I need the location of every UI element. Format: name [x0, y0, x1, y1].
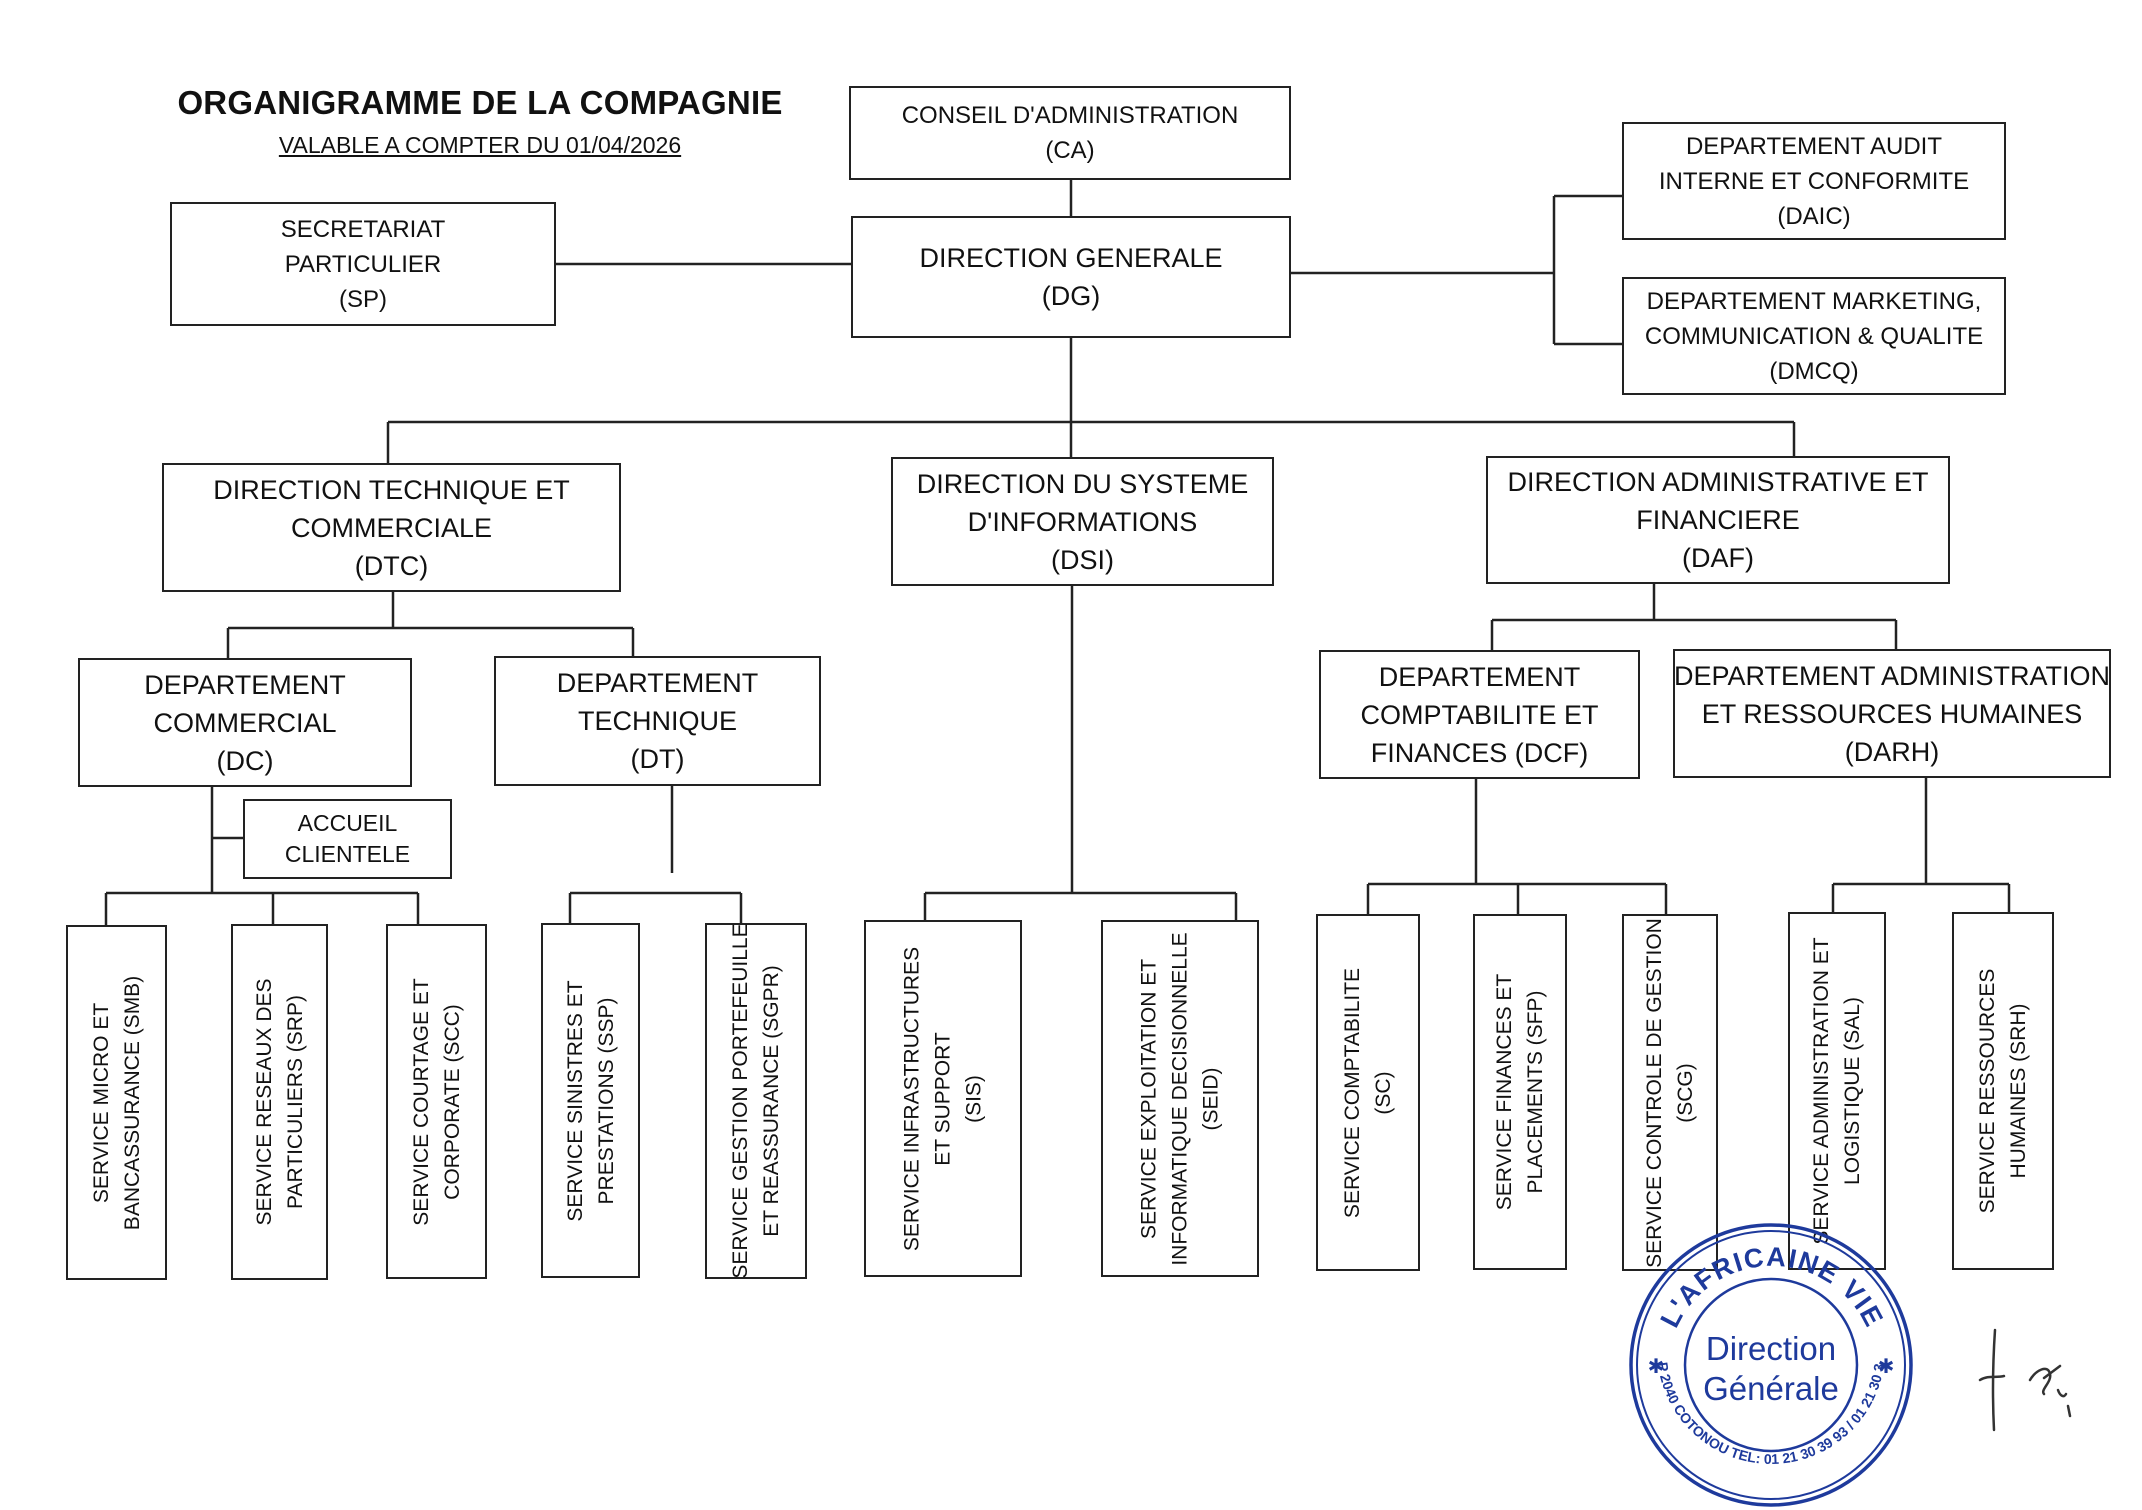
box-line: (DARH) — [1844, 736, 1940, 767]
box-departement-technique: DEPARTEMENT TECHNIQUE (DT) — [494, 656, 821, 786]
service-line: SERVICE RESEAUX DES — [252, 978, 276, 1226]
official-stamp: L'AFRICAINE VIE 01BP 2040 COTONOU TEL: 0… — [1626, 1220, 1913, 1507]
service-line: ET REASSURANCE (SGPR) — [760, 965, 783, 1237]
box-line: PARTICULIER — [284, 250, 442, 278]
service-sal: SERVICE ADMINISTRATION ET LOGISTIQUE (SAL… — [1788, 912, 1886, 1270]
box-secretariat-particulier: SECRETARIAT PARTICULIER (SP) — [170, 202, 556, 326]
service-scg: SERVICE CONTROLE DE GESTION (SCG) — [1622, 914, 1718, 1271]
box-line: CONSEIL D'ADMINISTRATION — [901, 102, 1239, 129]
box-departement-audit: DEPARTEMENT AUDIT INTERNE ET CONFORMITE … — [1622, 122, 2006, 240]
box-line: DEPARTEMENT ADMINISTRATION — [1673, 660, 2111, 691]
service-line: (SC) — [1372, 1070, 1395, 1115]
svg-text:Générale: Générale — [1703, 1370, 1839, 1407]
box-line: (DMCQ) — [1769, 357, 1859, 385]
service-sfp: SERVICE FINANCES ET PLACEMENTS (SFP) — [1473, 914, 1567, 1270]
box-line: (DTC) — [354, 550, 429, 581]
box-line: (DAF) — [1682, 543, 1754, 573]
service-line: SERVICE GESTION PORTEFEUILLE — [729, 923, 752, 1279]
box-line: ET RESSOURCES HUMAINES — [1701, 698, 2083, 729]
service-line: (SIS) — [962, 1074, 986, 1123]
box-line: FINANCIERE — [1636, 505, 1800, 535]
box-line: INTERNE ET CONFORMITE — [1658, 167, 1970, 195]
box-line: DEPARTEMENT — [1378, 661, 1581, 692]
service-line: SERVICE FINANCES ET — [1493, 973, 1516, 1211]
box-departement-administration-rh: DEPARTEMENT ADMINISTRATION ET RESSOURCES… — [1673, 649, 2111, 778]
service-line: SERVICE INFRASTRUCTURES — [900, 946, 924, 1251]
svg-text:✱: ✱ — [1878, 1354, 1895, 1378]
box-line: COMMUNICATION & QUALITE — [1644, 322, 1984, 350]
box-line: DEPARTEMENT — [556, 668, 759, 698]
service-sgpr: SERVICE GESTION PORTEFEUILLE ET REASSURAN… — [705, 923, 807, 1279]
box-line: (SP) — [339, 285, 387, 313]
chart-title: ORGANIGRAMME DE LA COMPAGNIE — [177, 84, 783, 121]
box-line: DIRECTION GENERALE — [919, 243, 1223, 273]
box-line: CLIENTELE — [284, 841, 411, 867]
service-line: SERVICE RESSOURCES — [1976, 968, 1999, 1214]
box-line: (DC) — [216, 745, 274, 776]
chart-subtitle: VALABLE A COMPTER DU 01/04/2026 — [278, 132, 682, 158]
service-scc: SERVICE COURTAGE ET CORPORATE (SCC) — [386, 924, 487, 1279]
box-departement-comptabilite-finances: DEPARTEMENT COMPTABILITE ET FINANCES (DC… — [1319, 650, 1640, 779]
box-line: DEPARTEMENT MARKETING, — [1646, 287, 1982, 315]
service-line: SERVICE COMPTABILITE — [1341, 967, 1364, 1218]
box-direction-generale: DIRECTION GENERALE (DG) — [851, 216, 1291, 338]
box-line: COMMERCIAL — [153, 707, 337, 738]
service-line: SERVICE COURTAGE ET — [409, 977, 433, 1226]
service-line: LOGISTIQUE (SAL) — [1841, 997, 1864, 1185]
box-direction-technique-commerciale: DIRECTION TECHNIQUE ET COMMERCIALE (DTC) — [162, 463, 621, 592]
box-line: D'INFORMATIONS — [967, 506, 1198, 537]
box-direction-systeme-informations: DIRECTION DU SYSTEME D'INFORMATIONS (DSI… — [891, 457, 1274, 586]
service-line: INFORMATIQUE DECISIONNELLE — [1168, 931, 1192, 1266]
box-line: COMPTABILITE ET — [1360, 699, 1599, 730]
service-line: ET SUPPORT — [931, 1031, 955, 1166]
service-line: SERVICE EXPLOITATION ET — [1137, 958, 1161, 1239]
service-line: BANCASSURANCE (SMB) — [120, 975, 144, 1230]
svg-text:Direction: Direction — [1706, 1330, 1836, 1367]
box-line: (DT) — [630, 744, 685, 774]
box-line: DIRECTION TECHNIQUE ET — [213, 474, 570, 505]
service-line: SERVICE SINISTRES ET — [563, 979, 587, 1222]
service-sc: SERVICE COMPTABILITE (SC) — [1316, 914, 1420, 1271]
service-srp: SERVICE RESEAUX DES PARTICULIERS (SRP) — [231, 924, 328, 1280]
svg-text:✱: ✱ — [1648, 1354, 1665, 1378]
service-sis: SERVICE INFRASTRUCTURES ET SUPPORT (SIS) — [864, 920, 1022, 1277]
box-line: DEPARTEMENT AUDIT — [1685, 132, 1943, 160]
service-line: PLACEMENTS (SFP) — [1524, 990, 1547, 1194]
box-line: (DG) — [1041, 281, 1101, 311]
service-line: SERVICE ADMINISTRATION ET — [1810, 937, 1833, 1245]
service-line: SERVICE CONTROLE DE GESTION — [1643, 917, 1666, 1268]
service-line: HUMAINES (SRH) — [2007, 1003, 2030, 1179]
box-conseil-administration: CONSEIL D'ADMINISTRATION (CA) — [849, 86, 1291, 180]
service-line: PARTICULIERS (SRP) — [283, 995, 307, 1209]
service-line: SERVICE MICRO ET — [89, 1002, 113, 1203]
box-direction-administrative-financiere: DIRECTION ADMINISTRATIVE ET FINANCIERE (… — [1486, 456, 1950, 584]
box-accueil-clientele: ACCUEIL CLIENTELE — [243, 799, 452, 879]
box-line: ACCUEIL — [297, 810, 398, 836]
service-line: (SCG) — [1674, 1062, 1697, 1123]
box-line: (DSI) — [1051, 544, 1114, 575]
service-line: PRESTATIONS (SSP) — [594, 997, 618, 1204]
box-departement-marketing: DEPARTEMENT MARKETING, COMMUNICATION & Q… — [1622, 277, 2006, 395]
service-smb: SERVICE MICRO ET BANCASSURANCE (SMB) — [66, 925, 167, 1280]
service-ssp: SERVICE SINISTRES ET PRESTATIONS (SSP) — [541, 923, 640, 1278]
box-departement-commercial: DEPARTEMENT COMMERCIAL (DC) — [78, 658, 412, 787]
box-line: (DAIC) — [1777, 202, 1851, 230]
service-seid: SERVICE EXPLOITATION ET INFORMATIQUE DECI… — [1101, 920, 1259, 1277]
box-line: TECHNIQUE — [577, 706, 737, 736]
service-line: (SEID) — [1199, 1067, 1223, 1131]
service-srh: SERVICE RESSOURCES HUMAINES (SRH) — [1952, 912, 2054, 1270]
box-line: SECRETARIAT — [280, 215, 446, 243]
handwritten-signature — [1978, 1328, 2072, 1432]
box-line: DIRECTION DU SYSTEME — [916, 468, 1249, 499]
box-line: DIRECTION ADMINISTRATIVE ET — [1507, 467, 1929, 497]
box-line: DEPARTEMENT — [144, 669, 346, 700]
box-line: (CA) — [1045, 137, 1095, 164]
service-line: CORPORATE (SCC) — [440, 1003, 464, 1200]
box-line: COMMERCIALE — [290, 512, 493, 543]
svg-text:L'AFRICAINE VIE: L'AFRICAINE VIE — [1655, 1242, 1890, 1333]
box-line: FINANCES (DCF) — [1370, 737, 1589, 768]
